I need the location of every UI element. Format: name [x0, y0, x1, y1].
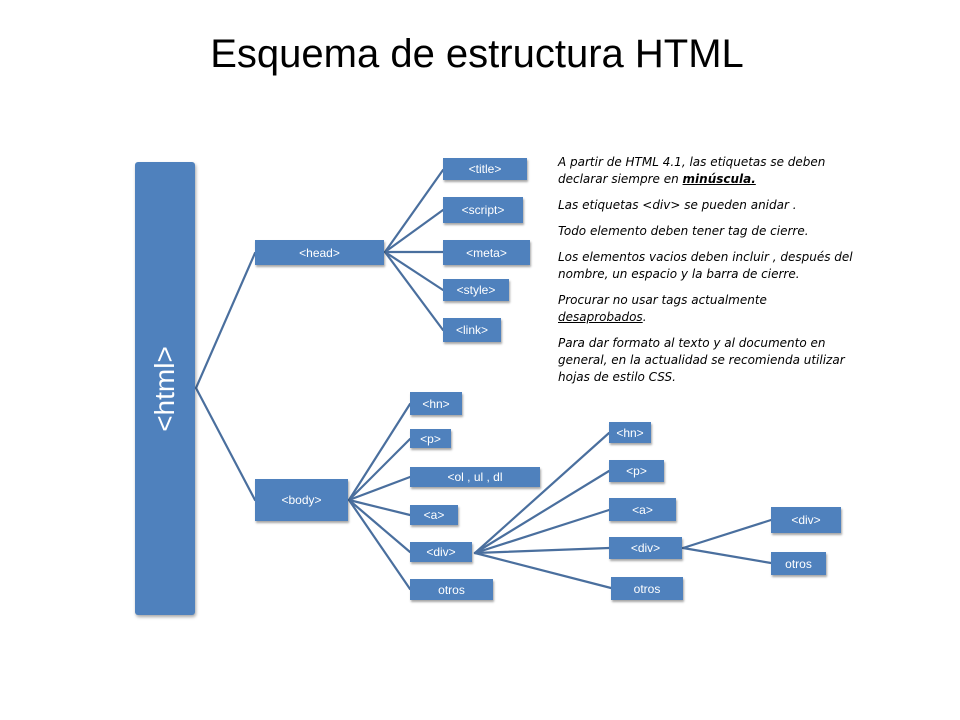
- nested-div-child-div: <div>: [771, 507, 841, 533]
- note-deprecated-tags: Procurar no usar tags actualmente desapr…: [558, 292, 858, 326]
- note-lowercase-text: A partir de HTML 4.1, las etiquetas se d…: [558, 155, 826, 186]
- div-child-a: <a>: [609, 498, 676, 521]
- div-child-p: <p>: [609, 460, 664, 482]
- body-child-hn: <hn>: [410, 392, 462, 415]
- nested-div-child-otros: otros: [771, 552, 826, 575]
- body-node: <body>: [255, 479, 348, 521]
- notes-panel: A partir de HTML 4.1, las etiquetas se d…: [558, 154, 858, 395]
- html-root-node: <html>: [135, 162, 195, 615]
- note-empty-elements: Los elementos vacios deben incluir , des…: [558, 250, 853, 281]
- head-child-meta: <meta>: [443, 240, 530, 265]
- head-child-style: <style>: [443, 279, 509, 301]
- note-deprecated-emphasis: desaprobados: [558, 310, 643, 324]
- div-child-div: <div>: [609, 537, 682, 559]
- note-css: Para dar formato al texto y al documento…: [558, 336, 845, 384]
- note-lowercase-emphasis: minúscula.: [682, 172, 756, 186]
- head-child-link: <link>: [443, 318, 501, 342]
- page-title: Esquema de estructura HTML: [210, 32, 744, 76]
- note-div-nesting: Las etiquetas <div> se pueden anidar .: [558, 198, 797, 212]
- head-child-title: <title>: [443, 158, 527, 180]
- body-child-lists: <ol , ul , dl: [410, 467, 540, 487]
- note-deprecated-text: Procurar no usar tags actualmente: [558, 293, 767, 307]
- div-child-hn: <hn>: [609, 422, 651, 443]
- body-child-a: <a>: [410, 505, 458, 525]
- head-child-script: <script>: [443, 197, 523, 223]
- html-root-label: <html>: [149, 345, 180, 432]
- body-child-otros: otros: [410, 579, 493, 600]
- body-child-div: <div>: [410, 542, 472, 562]
- note-lowercase: A partir de HTML 4.1, las etiquetas se d…: [558, 154, 858, 188]
- head-node: <head>: [255, 240, 384, 265]
- body-child-p: <p>: [410, 429, 451, 448]
- note-closing-tag: Todo elemento deben tener tag de cierre.: [558, 224, 809, 238]
- note-deprecated-suffix: .: [642, 310, 647, 324]
- div-child-otros: otros: [611, 577, 683, 600]
